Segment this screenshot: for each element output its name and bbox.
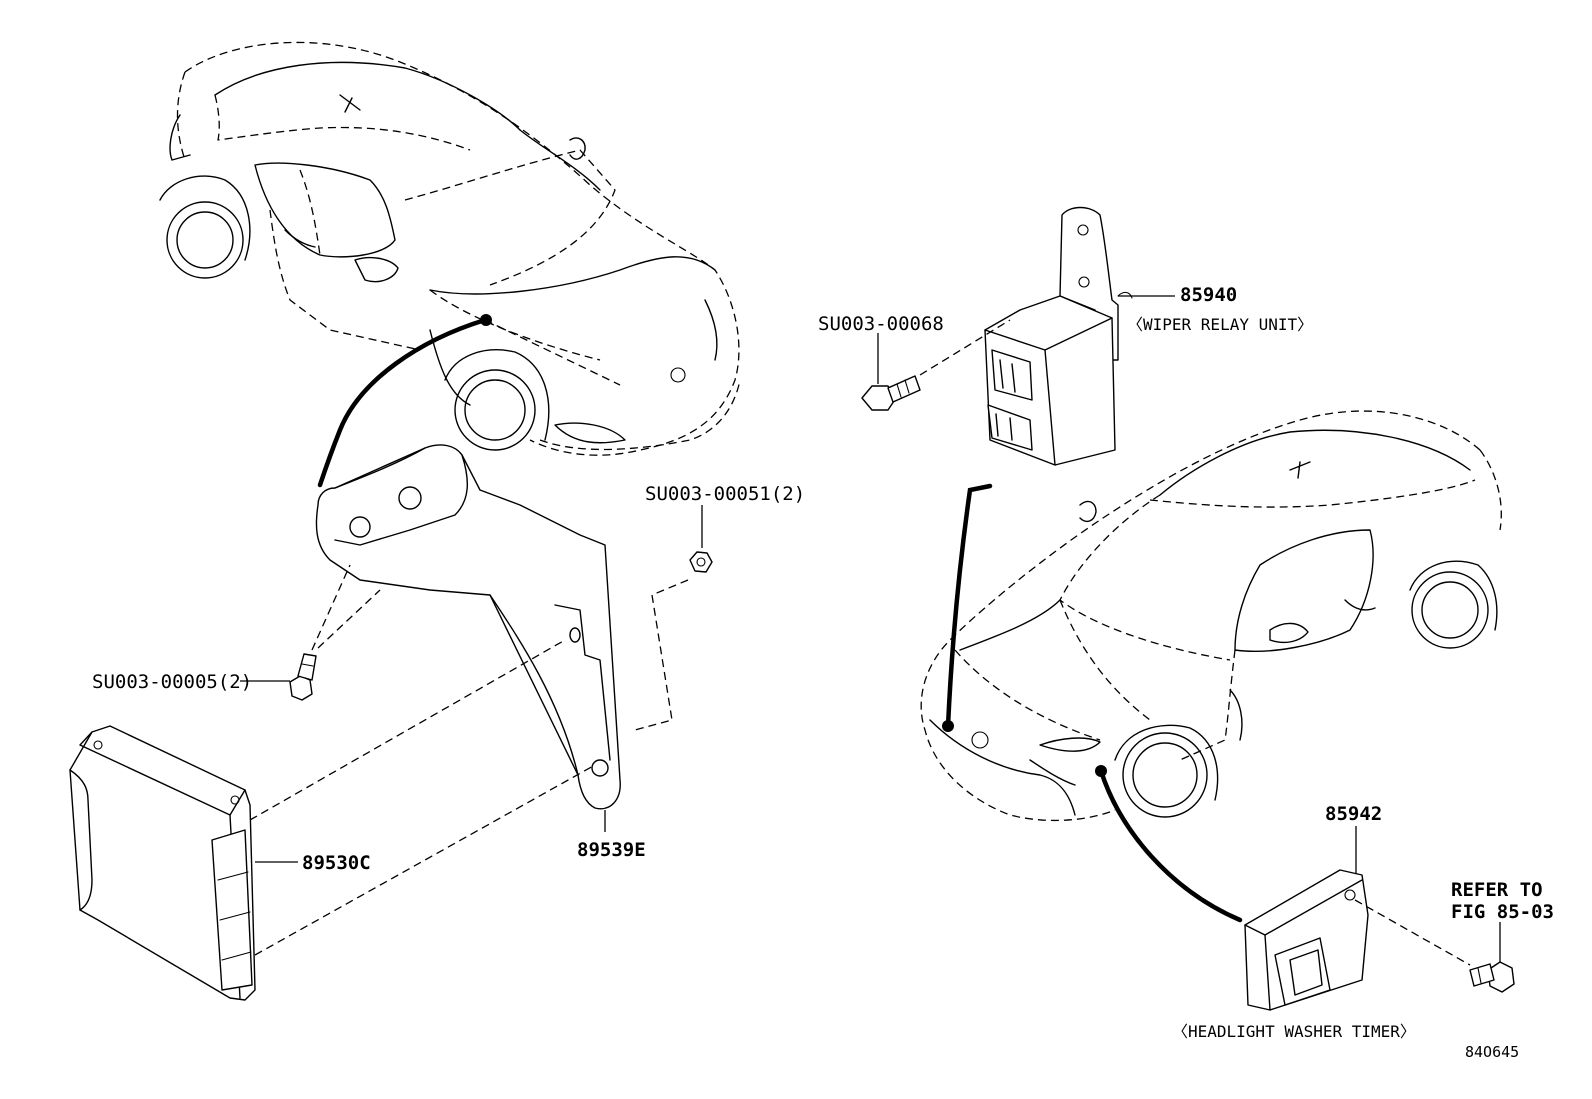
label-89539e: 89539E xyxy=(577,839,646,861)
diagram-id: 84O645 xyxy=(1465,1043,1519,1061)
label-su003-00051: SU003-00051(2) xyxy=(645,483,805,505)
label-headlight-washer-timer: 〈HEADLIGHT WASHER TIMER〉 xyxy=(1172,1022,1416,1041)
wiper-relay-unit-illustration xyxy=(984,206,1175,466)
label-su003-00068: SU003-00068 xyxy=(818,313,944,335)
car-left-illustration xyxy=(159,41,741,488)
label-85942: 85942 xyxy=(1325,803,1382,825)
timer-bolt-illustration xyxy=(1469,922,1515,993)
headlight-washer-timer-illustration xyxy=(1244,826,1471,1011)
screw-su003-00068-illustration xyxy=(861,319,1011,411)
nut-su003-00051-illustration xyxy=(634,505,713,731)
label-wiper-relay-unit: 〈WIPER RELAY UNIT〉 xyxy=(1127,315,1313,334)
label-85940: 85940 xyxy=(1180,284,1237,306)
label-89530c: 89530C xyxy=(302,852,371,874)
ecu-89530c-illustration xyxy=(69,639,596,1001)
car-right-illustration xyxy=(920,410,1502,923)
label-su003-00005: SU003-00005(2) xyxy=(92,671,252,693)
label-refer-to: REFER TO xyxy=(1451,879,1543,901)
bracket-89539e-illustration xyxy=(315,444,621,832)
label-fig-85-03: FIG 85-03 xyxy=(1451,901,1554,923)
bolt-su003-00005-illustration xyxy=(240,564,381,701)
